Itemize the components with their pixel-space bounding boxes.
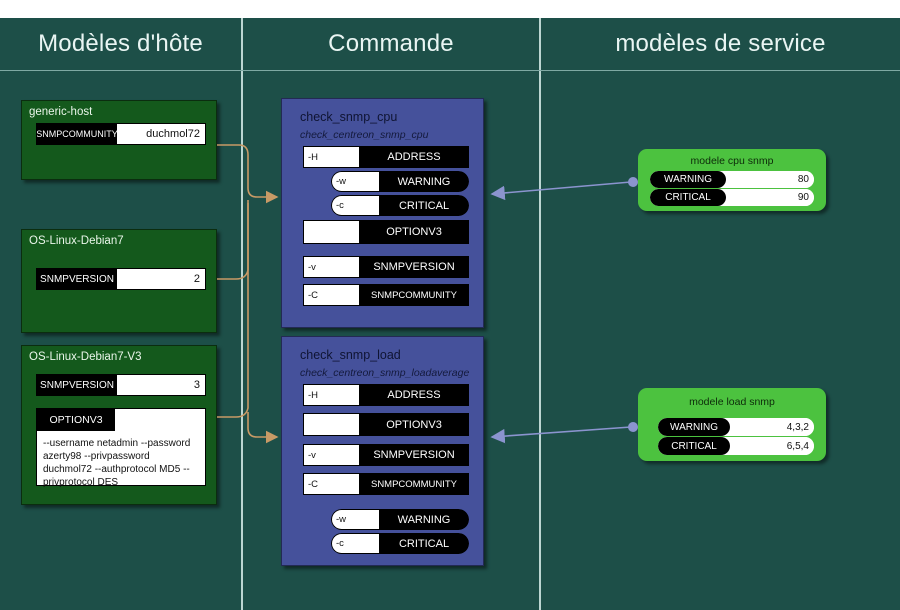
command-arg-switch: -v [303,444,359,466]
command-arg-row[interactable]: -c CRITICAL [331,533,469,554]
command-title: check_snmp_load [300,348,401,362]
command-arg-macro: WARNING [379,509,469,530]
command-arg-macro: OPTIONV3 [359,220,469,244]
command-arg-row[interactable]: -w WARNING [331,509,469,530]
host-macro-key: SNMPVERSION [37,375,117,395]
host-macro-key: SNMPCOMMUNITY [37,124,118,144]
command-check-snmp-cpu[interactable]: check_snmp_cpu check_centreon_snmp_cpu -… [281,98,484,328]
command-title: check_snmp_cpu [300,110,398,124]
service-macro-row[interactable]: WARNING 80 [650,171,814,188]
service-macro-row[interactable]: CRITICAL 90 [650,189,814,206]
service-macro-key: WARNING [658,418,730,436]
command-arg-row[interactable]: -c CRITICAL [331,195,469,216]
header-divider [0,70,900,71]
command-arg-switch: -c [331,533,379,554]
service-template-modele-cpu-snmp[interactable]: modele cpu snmp WARNING 80 CRITICAL 90 [638,149,826,211]
command-arg-row[interactable]: -C SNMPCOMMUNITY [303,473,469,495]
command-arg-row[interactable]: -H ADDRESS [303,384,469,406]
service-template-title: modele cpu snmp [690,155,774,167]
command-arg-macro: SNMPVERSION [359,256,469,278]
service-macro-value[interactable]: 90 [726,189,814,206]
service-macro-key: CRITICAL [658,437,730,455]
command-arg-switch: -H [303,146,359,168]
service-macro-key: CRITICAL [650,189,726,206]
service-macro-key: WARNING [650,171,726,188]
command-arg-switch: -H [303,384,359,406]
command-arg-row[interactable]: OPTIONV3 [303,413,469,436]
command-arg-switch: -v [303,256,359,278]
service-template-title: modele load snmp [689,396,775,408]
command-check-snmp-load[interactable]: check_snmp_load check_centreon_snmp_load… [281,336,484,566]
command-arg-switch: -C [303,473,359,495]
service-macro-value[interactable]: 6,5,4 [730,437,814,455]
command-arg-switch [303,413,359,436]
command-subtitle: check_centreon_snmp_cpu [300,129,429,141]
command-arg-row[interactable]: -H ADDRESS [303,146,469,168]
command-arg-macro: SNMPVERSION [359,444,469,466]
command-arg-macro: OPTIONV3 [359,413,469,436]
host-template-generic-host[interactable]: generic-host SNMPCOMMUNITY duchmol72 [21,100,217,180]
column-title-command: Commande [328,30,454,57]
host-template-title: OS-Linux-Debian7-V3 [29,351,142,363]
host-macro-optionv3-key: OPTIONV3 [37,409,115,431]
command-arg-switch: -c [331,195,379,216]
service-macro-value[interactable]: 4,3,2 [730,418,814,436]
host-macro-row[interactable]: SNMPVERSION 3 [36,374,206,396]
host-macro-key: SNMPVERSION [37,269,117,289]
command-arg-switch: -C [303,284,359,306]
service-macro-row[interactable]: WARNING 4,3,2 [658,418,814,436]
command-arg-row[interactable]: -v SNMPVERSION [303,256,469,278]
command-arg-macro: ADDRESS [359,384,469,406]
host-macro-optionv3-value[interactable]: --username netadmin --password azerty98 … [43,438,191,488]
column-title-service-templates: modèles de service [615,30,826,57]
command-arg-row[interactable]: OPTIONV3 [303,220,469,244]
column-title-host-templates: Modèles d'hôte [38,30,203,57]
command-arg-switch [303,220,359,244]
command-arg-switch: -w [331,171,379,192]
command-arg-macro: CRITICAL [379,195,469,216]
service-macro-row[interactable]: CRITICAL 6,5,4 [658,437,814,455]
host-template-os-linux-debian7-v3[interactable]: OS-Linux-Debian7-V3 SNMPVERSION 3 OPTION… [21,345,217,505]
service-template-modele-load-snmp[interactable]: modele load snmp WARNING 4,3,2 CRITICAL … [638,388,826,461]
host-template-os-linux-debian7[interactable]: OS-Linux-Debian7 SNMPVERSION 2 [21,229,217,333]
diagram-board: Modèles d'hôte Commande modèles de servi… [0,18,900,610]
command-arg-macro: SNMPCOMMUNITY [359,473,469,495]
command-arg-macro: CRITICAL [379,533,469,554]
command-arg-macro: ADDRESS [359,146,469,168]
column-divider-1 [241,18,243,610]
host-macro-row[interactable]: SNMPVERSION 2 [36,268,206,290]
host-macro-value[interactable]: 3 [117,375,205,395]
command-arg-switch: -w [331,509,379,530]
host-macro-row[interactable]: SNMPCOMMUNITY duchmol72 [36,123,206,145]
command-arg-row[interactable]: -v SNMPVERSION [303,444,469,466]
host-template-title: generic-host [29,106,93,118]
host-template-title: OS-Linux-Debian7 [29,235,124,247]
command-arg-row[interactable]: -C SNMPCOMMUNITY [303,284,469,306]
host-macro-value[interactable]: duchmol72 [117,124,205,144]
command-subtitle: check_centreon_snmp_loadaverage [300,367,470,379]
host-macro-value[interactable]: 2 [117,269,205,289]
command-arg-macro: WARNING [379,171,469,192]
host-macro-optionv3[interactable]: OPTIONV3 --username netadmin --password … [36,408,206,488]
command-arg-macro: SNMPCOMMUNITY [359,284,469,306]
column-divider-2 [539,18,541,610]
command-arg-row[interactable]: -w WARNING [331,171,469,192]
service-macro-value[interactable]: 80 [726,171,814,188]
